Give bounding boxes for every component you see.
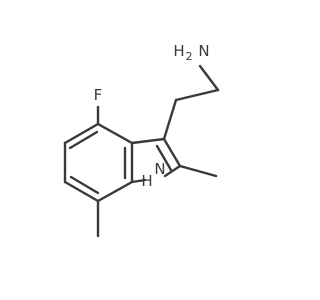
bond-layer: [63, 64, 220, 238]
bond-nh2-ch2: [198, 64, 220, 92]
bond-c6-c7-double: [69, 175, 100, 195]
bond-ch2-c3: [162, 98, 178, 141]
bond-c2-methyl: [178, 164, 218, 178]
bond-c3-c2-double: [155, 144, 173, 172]
bond-c3-c2: [162, 137, 182, 168]
bond-c2-n1: [163, 164, 182, 178]
bond-c4-c5-double: [68, 130, 99, 150]
bond-c3a-c4: [96, 122, 134, 145]
atom-label-layer: H 2 N F H N: [94, 42, 210, 190]
bond-c6-c7: [63, 180, 100, 203]
amine-h-label: H: [173, 42, 184, 60]
bond-c4-c5: [63, 122, 100, 145]
bond-ch2-ch2: [174, 88, 220, 102]
bond-c3-c3a: [130, 137, 166, 145]
bond-n1-c7a: [130, 178, 147, 184]
molecule-structure: H 2 N F H N: [63, 42, 220, 238]
amine-subscript-label: 2: [186, 50, 193, 63]
amine-nitrogen-label: N: [198, 42, 209, 60]
bond-c7-c7a: [96, 180, 134, 203]
indole-h-label: H: [141, 172, 152, 190]
indole-nitrogen-label: N: [154, 160, 165, 178]
fluorine-label: F: [94, 86, 103, 104]
